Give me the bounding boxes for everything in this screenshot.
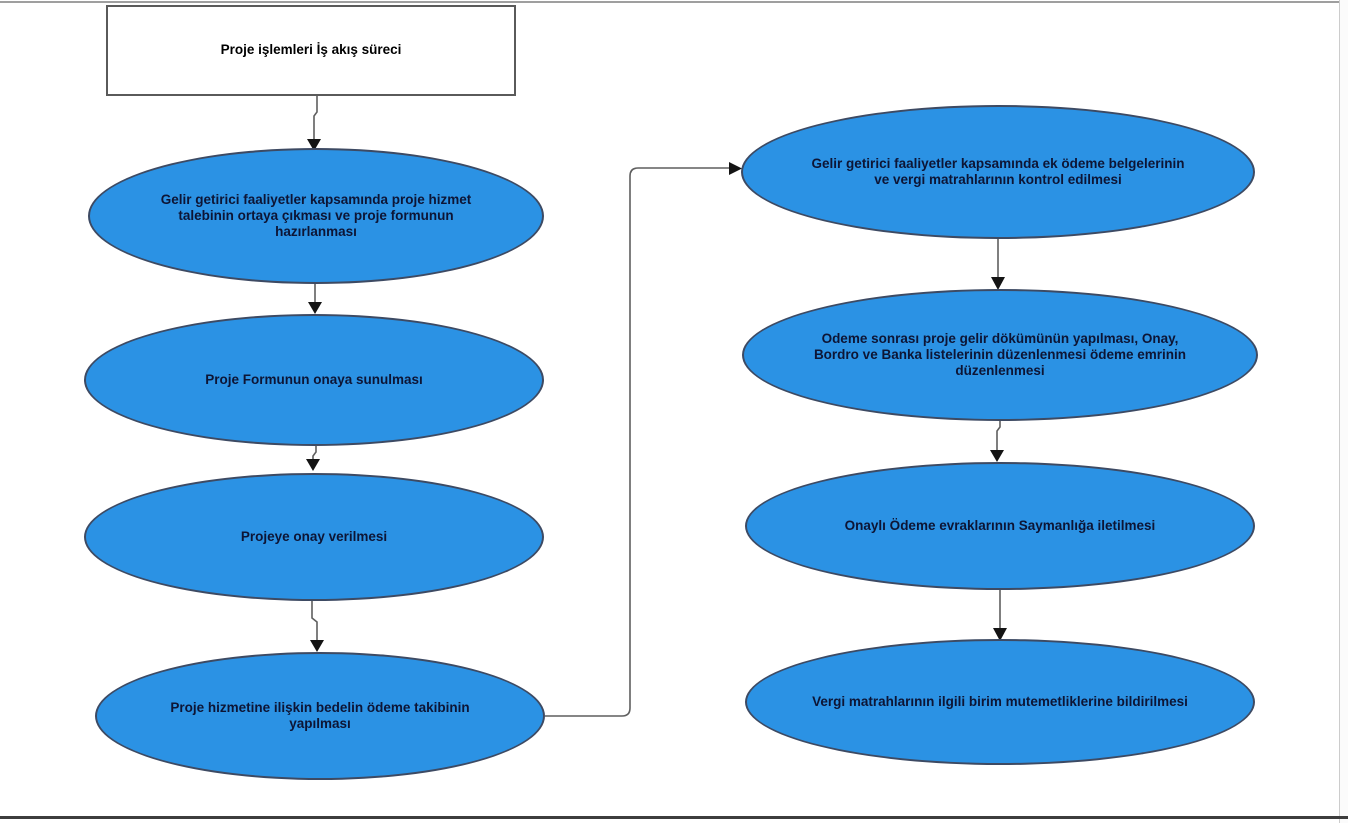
node-right-4-label: Vergi matrahlarının ilgili birim mutemet… [812, 693, 1188, 709]
node-right-2-label: Odeme sonrası proje gelir dökümünün yapı… [813, 330, 1187, 379]
node-right-3-label: Onaylı Ödeme evraklarının Saymanlığa ile… [844, 517, 1156, 533]
arrow-left2-to-left3 [312, 446, 317, 461]
node-right-3: Onaylı Ödeme evraklarının Saymanlığa ile… [745, 462, 1255, 590]
node-right-2: Odeme sonrası proje gelir dökümünün yapı… [742, 289, 1258, 421]
node-left-2: Proje Formunun onaya sunulması [84, 314, 544, 446]
arrowhead-left2-to-left3 [306, 459, 320, 471]
arrowhead-left1-to-left2 [308, 302, 322, 314]
node-left-4: Proje hizmetine ilişkin bedelin ödeme ta… [95, 652, 545, 780]
arrow-left3-to-left4 [311, 601, 318, 641]
node-left-2-label: Proje Formunun onaya sunulması [205, 371, 423, 387]
title-box: Proje işlemleri İş akış süreci [106, 5, 516, 96]
node-left-4-label: Proje hizmetine ilişkin bedelin ödeme ta… [170, 699, 470, 731]
arrow-right2-to-right3 [996, 421, 1001, 451]
arrowhead-left3-to-left4 [310, 640, 324, 652]
title-box-label: Proje işlemleri İş akış süreci [220, 42, 402, 58]
node-left-1-label: Gelir getirici faaliyetler kapsamında pr… [160, 191, 472, 240]
node-right-1-label: Gelir getirici faaliyetler kapsamında ek… [811, 155, 1185, 187]
page-right-edge [1339, 0, 1348, 823]
node-right-1: Gelir getirici faaliyetler kapsamında ek… [741, 105, 1255, 239]
page-top-edge [0, 1, 1348, 3]
connector-left4-to-right1 [545, 167, 729, 717]
arrow-title-to-left1 [313, 96, 318, 140]
arrowhead-right2-to-right3 [990, 450, 1004, 462]
node-right-4: Vergi matrahlarının ilgili birim mutemet… [745, 639, 1255, 765]
page-bottom-edge [0, 816, 1348, 819]
node-left-3: Projeye onay verilmesi [84, 473, 544, 601]
node-left-1: Gelir getirici faaliyetler kapsamında pr… [88, 148, 544, 284]
node-left-3-label: Projeye onay verilmesi [240, 528, 388, 544]
